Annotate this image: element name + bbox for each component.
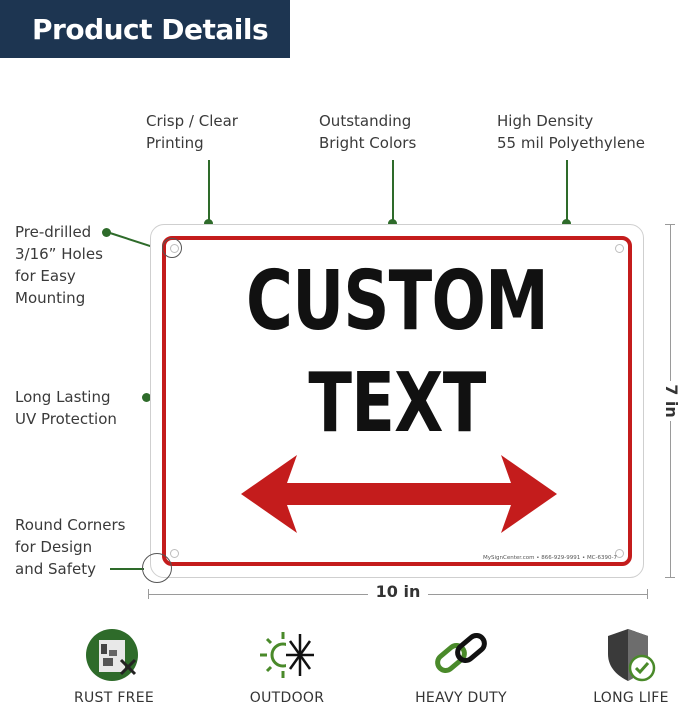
callout-colors-line bbox=[392, 160, 394, 222]
sign-text-line1: CUSTOM bbox=[246, 254, 549, 349]
callout-uv: Long Lasting UV Protection bbox=[15, 388, 117, 428]
feature-rust-free: RUST FREE bbox=[49, 626, 179, 706]
callout-corners-line bbox=[110, 568, 144, 570]
hole-highlight-ring bbox=[162, 238, 182, 258]
corner-highlight-ring bbox=[142, 553, 172, 583]
sign-footer: MySignCenter.com • 866-929-9991 • MC-639… bbox=[483, 555, 617, 561]
double-arrow-icon bbox=[241, 455, 557, 533]
callout-printing: Crisp / Clear Printing bbox=[146, 112, 238, 152]
chain-link-icon bbox=[435, 633, 487, 673]
callout-colors-dot bbox=[388, 219, 397, 228]
feature-label: OUTDOOR bbox=[249, 690, 325, 706]
width-label: 10 in bbox=[368, 582, 428, 601]
sign-text-line2: TEXT bbox=[308, 356, 486, 451]
custom-sign: CUSTOM TEXT MySignCenter.com • 866-929-9… bbox=[150, 224, 644, 578]
callout-material: High Density 55 mil Polyethylene bbox=[497, 112, 645, 152]
feature-heavy-duty: HEAVY DUTY bbox=[396, 626, 526, 706]
width-tick-left bbox=[148, 589, 149, 599]
callout-corners: Round Corners for Design and Safety bbox=[15, 516, 126, 578]
feature-long-life: LONG LIFE bbox=[566, 626, 679, 706]
callout-colors: Outstanding Bright Colors bbox=[319, 112, 417, 152]
callout-material-line bbox=[566, 160, 568, 222]
feature-label: HEAVY DUTY bbox=[415, 690, 507, 706]
rust-free-icon bbox=[86, 629, 138, 681]
callout-uv-dot bbox=[142, 393, 151, 402]
sun-snowflake-icon bbox=[260, 632, 316, 678]
feature-outdoor: OUTDOOR bbox=[222, 626, 352, 706]
width-tick-right bbox=[647, 589, 648, 599]
callout-material-dot bbox=[562, 219, 571, 228]
callout-printing-line bbox=[208, 160, 210, 222]
sign-red-border bbox=[162, 236, 632, 566]
callout-holes: Pre-drilled 3/16” Holes for Easy Mountin… bbox=[15, 223, 103, 307]
height-label: 7 in bbox=[659, 381, 679, 421]
mounting-hole-bottom-left bbox=[170, 549, 179, 558]
height-tick-bottom bbox=[665, 577, 675, 578]
feature-label: RUST FREE bbox=[73, 690, 155, 706]
feature-label: LONG LIFE bbox=[593, 690, 669, 706]
callout-printing-dot bbox=[204, 219, 213, 228]
callout-holes-dot bbox=[102, 228, 111, 237]
mounting-hole-bottom-right bbox=[615, 549, 624, 558]
height-tick-top bbox=[665, 224, 675, 225]
shield-check-icon bbox=[608, 629, 656, 682]
page-title: Product Details bbox=[0, 0, 290, 58]
mounting-hole-top-right bbox=[615, 244, 624, 253]
